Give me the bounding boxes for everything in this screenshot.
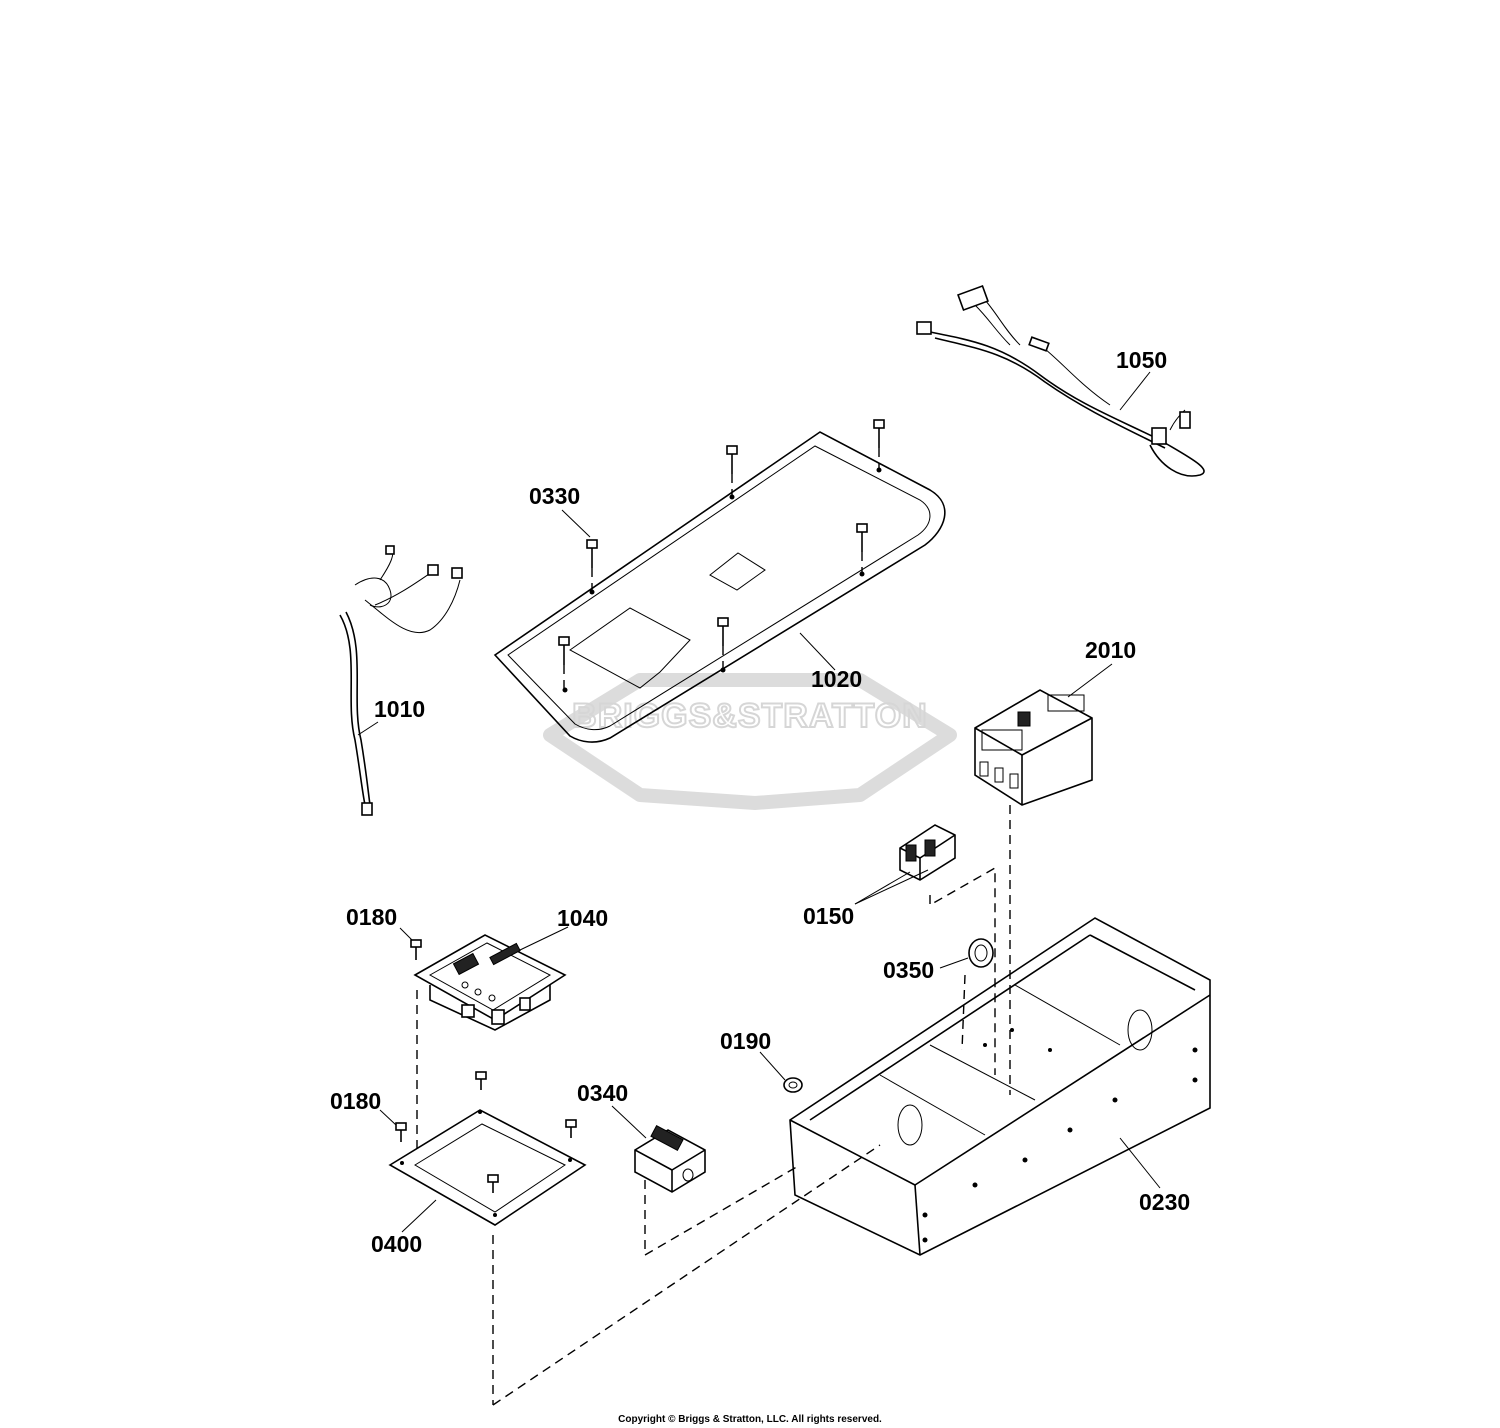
label-0230: 0230 (1139, 1189, 1190, 1215)
label-0190: 0190 (720, 1028, 771, 1054)
label-1020: 1020 (811, 666, 862, 692)
enclosure-holes (922, 1028, 1198, 1243)
enclosure-box-0230 (789, 917, 1211, 1256)
brand-watermark: BRIGGS&STRATTON (543, 673, 957, 810)
bushing-0190 (783, 1077, 803, 1093)
wire-harness-1050 (916, 285, 1205, 477)
relay-0340 (634, 1124, 706, 1193)
terminal-blocks-0150 (899, 824, 996, 1075)
watermark-text: BRIGGS&STRATTON (572, 697, 928, 735)
label-1010: 1010 (374, 696, 425, 722)
box-leader-diagonal (492, 1144, 881, 1406)
circuit-breaker-2010 (974, 689, 1093, 806)
label-0150: 0150 (803, 903, 854, 929)
label-leaders (357, 371, 1161, 1233)
controller-module-1040 (413, 934, 567, 1031)
label-1050: 1050 (1116, 347, 1167, 373)
box-leader-0340 (644, 1164, 801, 1257)
label-0400: 0400 (371, 1231, 422, 1257)
label-0180-top: 0180 (346, 904, 397, 930)
wire-harness-1010 (339, 545, 463, 816)
copyright-notice: Copyright © Briggs & Stratton, LLC. All … (618, 1414, 882, 1425)
label-1040: 1040 (557, 905, 608, 931)
label-2010: 2010 (1085, 637, 1136, 663)
grommet-0350 (961, 938, 994, 1051)
cover-screws (558, 419, 885, 693)
mounting-plate-0400 (388, 1071, 587, 1226)
screw-0180-top (410, 939, 422, 960)
cover-panel-1020 (493, 419, 946, 743)
label-0330: 0330 (529, 483, 580, 509)
label-0340: 0340 (577, 1080, 628, 1106)
screw-0180-bottom (395, 1122, 407, 1142)
label-0180-bottom: 0180 (330, 1088, 381, 1114)
label-0350: 0350 (883, 957, 934, 983)
